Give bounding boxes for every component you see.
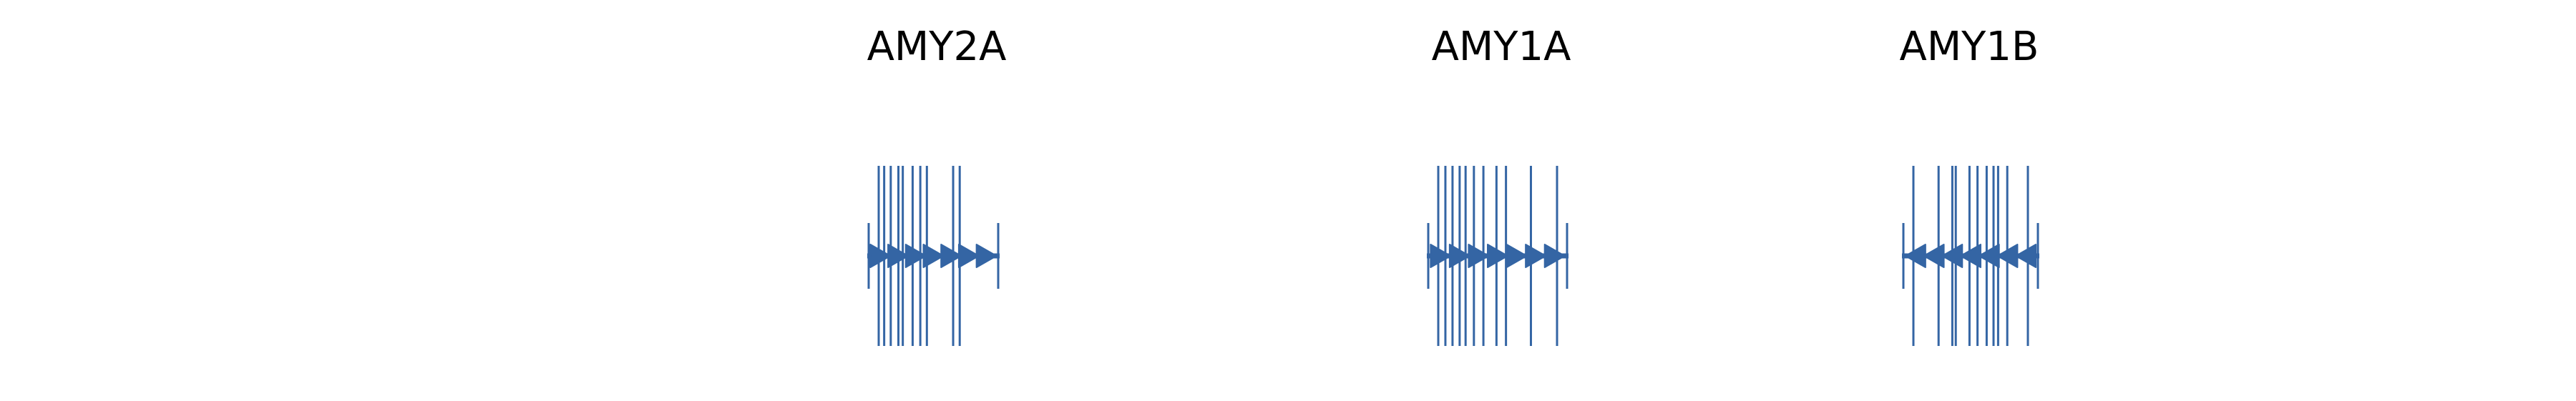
gene-label: AMY1B	[1900, 24, 2039, 70]
right-arrow-icon	[1487, 244, 1508, 268]
gene-amy1a: AMY1A	[1427, 24, 1571, 346]
right-arrow-icon	[869, 244, 892, 268]
left-arrow-icon	[1904, 244, 1926, 268]
left-arrow-icon	[1923, 244, 1945, 268]
right-arrow-icon	[1506, 244, 1528, 268]
gene-label: AMY2A	[867, 24, 1007, 70]
right-arrow-icon	[1468, 244, 1490, 268]
right-arrow-icon	[887, 244, 909, 268]
gene-amy1b: AMY1B	[1900, 24, 2039, 346]
right-arrow-icon	[922, 244, 945, 268]
gene-amy2a: AMY2A	[867, 24, 1007, 346]
right-arrow-icon	[904, 244, 927, 268]
right-arrow-icon	[1448, 244, 1470, 268]
right-arrow-icon	[1543, 244, 1566, 268]
gene-track	[1427, 166, 1568, 346]
left-arrow-icon	[2015, 244, 2037, 268]
left-arrow-icon	[1960, 244, 1981, 268]
right-arrow-icon	[975, 244, 997, 268]
right-arrow-icon	[957, 244, 980, 268]
gene-track	[1902, 166, 2039, 346]
right-arrow-icon	[1430, 244, 1452, 268]
gene-label: AMY1A	[1432, 24, 1571, 70]
gene-track	[867, 166, 1000, 346]
left-arrow-icon	[1978, 244, 2000, 268]
right-arrow-icon	[940, 244, 962, 268]
right-arrow-icon	[1525, 244, 1547, 268]
